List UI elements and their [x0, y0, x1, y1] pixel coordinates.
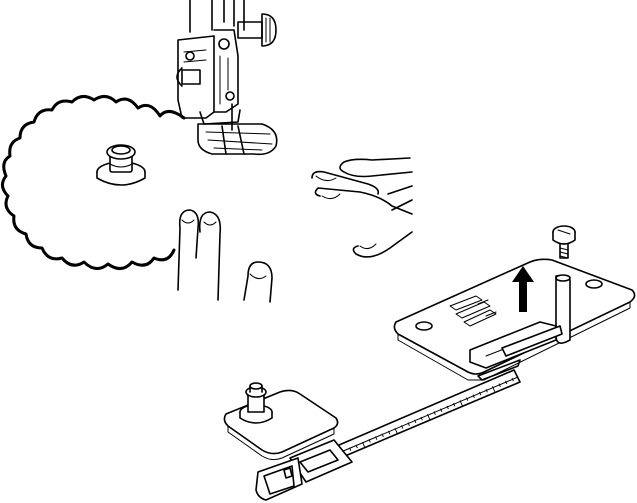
needle-plate-screw: [553, 226, 575, 258]
needle-plate: [394, 259, 634, 380]
center-pivot-pin: [97, 145, 145, 185]
scalloped-fabric: [2, 96, 184, 268]
left-hand: [178, 210, 272, 302]
right-hand: [312, 158, 412, 257]
circle-sewing-ruler: [318, 370, 520, 464]
presser-foot: [177, 0, 277, 154]
